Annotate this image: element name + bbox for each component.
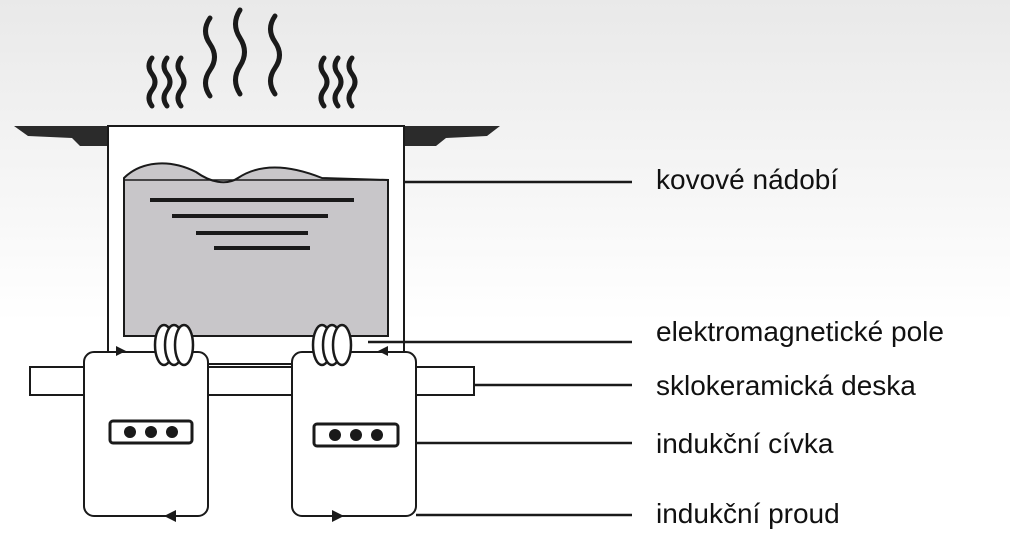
label-coil: indukční cívka: [656, 428, 834, 459]
right-em-field-icon: [311, 323, 353, 367]
arrow-icon: [164, 510, 176, 522]
right-coil-dot: [371, 429, 383, 441]
left-pot-handle: [14, 126, 108, 146]
label-cookware: kovové nádobí: [656, 164, 839, 195]
right-pot-handle: [404, 126, 500, 146]
arrow-icon: [116, 346, 126, 356]
right-coil-dot: [329, 429, 341, 441]
arrow-icon: [378, 346, 388, 356]
label-current: indukční proud: [656, 498, 840, 529]
left-em-field-icon: [153, 323, 195, 367]
label-em-field: elektromagnetické pole: [656, 316, 944, 347]
label-hob: sklokeramická deska: [656, 370, 916, 401]
arrow-icon: [332, 510, 344, 522]
left-coil-dot: [124, 426, 136, 438]
heat-lines: [150, 198, 354, 250]
left-coil-dot: [166, 426, 178, 438]
leader-lines: [368, 180, 632, 517]
right-coil-dot: [350, 429, 362, 441]
left-coil-dot: [145, 426, 157, 438]
steam-wisps: [146, 7, 358, 109]
